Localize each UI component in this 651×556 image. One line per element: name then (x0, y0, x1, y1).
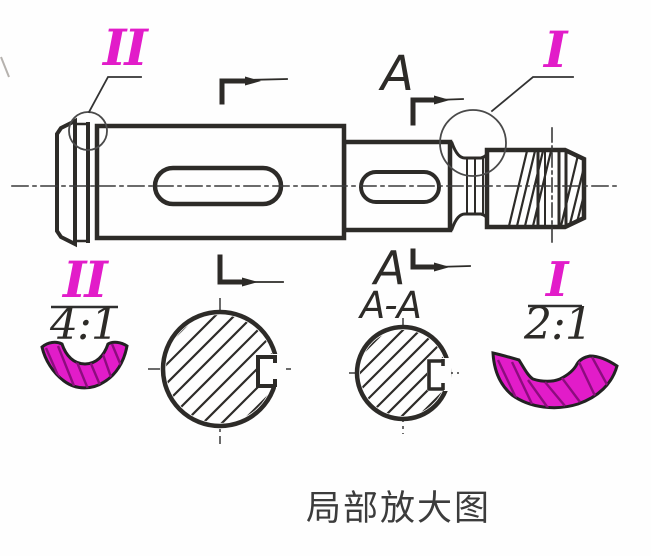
cut-mark-bottom-left (217, 254, 284, 287)
section-cut-marks (217, 76, 471, 287)
detail-ii-callout-label: II (103, 18, 148, 77)
hatching (496, 356, 612, 408)
cut-mark-bottom-right (410, 248, 471, 272)
keyway-notch-mask (427, 358, 451, 391)
hatching (44, 343, 124, 388)
detail-view-i-shape (491, 304, 619, 410)
detail-i-callout-label: I (544, 20, 568, 79)
detail-ii-scale: 4:1 (50, 299, 119, 350)
keyway-notch-mask (256, 354, 282, 388)
detail-ii-view-label: II (63, 250, 108, 309)
section-letter-top: A (381, 46, 414, 102)
keyway-slot-small (359, 170, 441, 204)
section-view-title: A-A (360, 284, 422, 327)
cross-section-aa (349, 318, 459, 434)
groove-profile-i (491, 351, 619, 410)
leader-ii (87, 76, 142, 114)
leader-i (490, 76, 574, 113)
figure-caption: 局部放大图 (306, 489, 492, 529)
groove-profile-ii (40, 340, 129, 390)
section-letter-bottom: A (374, 241, 406, 295)
detail-circle-i (439, 109, 507, 177)
keyway-notch (256, 355, 277, 388)
keyway-notch (427, 359, 445, 391)
shaft-front-view (11, 76, 622, 248)
scan-artifact (0, 56, 10, 78)
detail-view-ii-shape (40, 305, 129, 390)
detail-i-view-label: I (546, 252, 569, 308)
detail-i-scale: 2:1 (524, 299, 593, 350)
cut-mark-top-right (410, 95, 464, 126)
cut-mark-top-left (219, 76, 288, 105)
threaded-end (484, 147, 587, 230)
shaft-left-end (55, 117, 90, 248)
